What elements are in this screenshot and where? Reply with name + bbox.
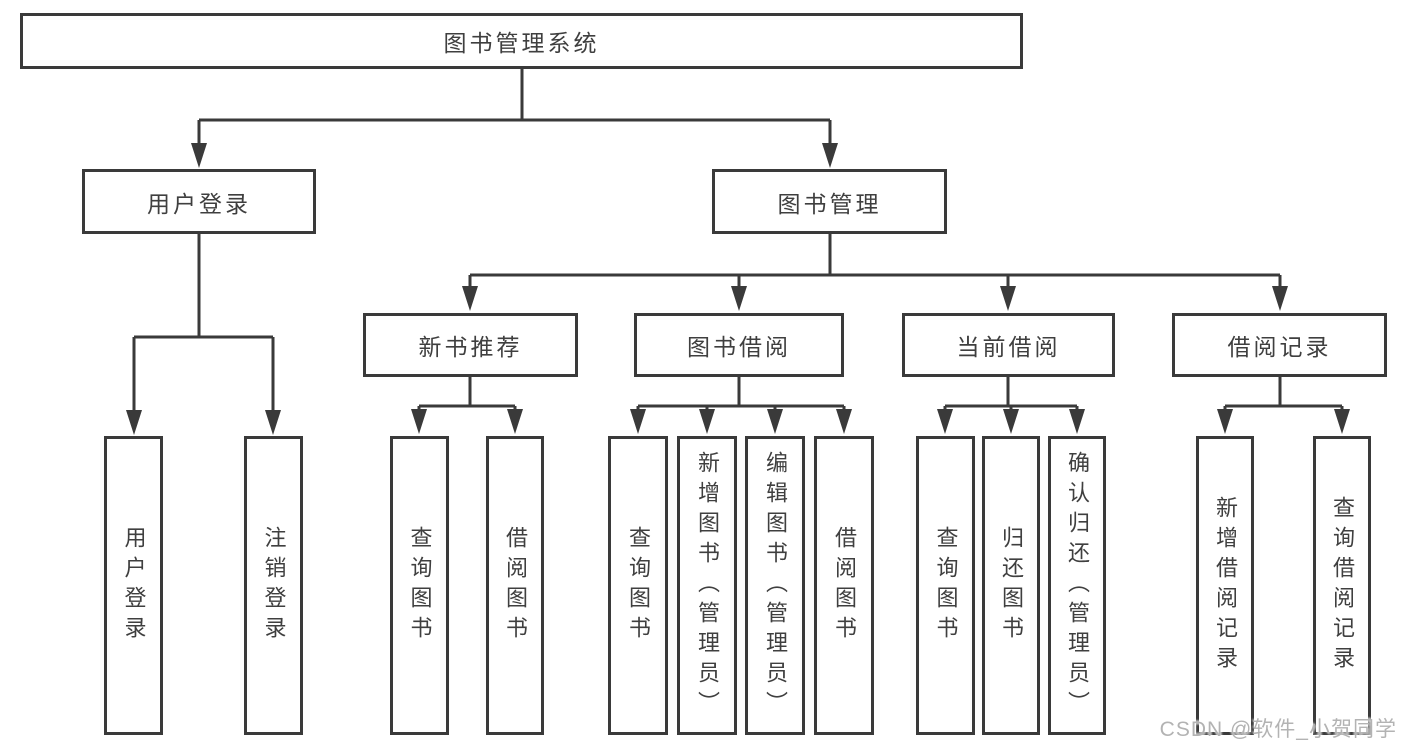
leaf-query-book-borrow: 查询图书 <box>608 436 668 735</box>
node-root: 图书管理系统 <box>20 13 1023 69</box>
node-user-login: 用户登录 <box>82 169 316 234</box>
leaf-edit-book-admin: 编辑图书（管理员） <box>745 436 805 735</box>
leaf-return-book: 归还图书 <box>982 436 1040 735</box>
leaf-query-book-newrec: 查询图书 <box>390 436 449 735</box>
node-book-borrow: 图书借阅 <box>634 313 844 377</box>
leaf-add-borrow-record: 新增借阅记录 <box>1196 436 1254 735</box>
arrowheads <box>126 143 1350 435</box>
leaf-logout-login: 注销登录 <box>244 436 303 735</box>
leaf-confirm-return-admin: 确认归还（管理员） <box>1048 436 1106 735</box>
node-current-borrow: 当前借阅 <box>902 313 1115 377</box>
watermark: CSDN @软件_小贺同学 <box>1159 718 1397 741</box>
node-book-management: 图书管理 <box>712 169 947 234</box>
leaf-add-book-admin: 新增图书（管理员） <box>677 436 737 735</box>
leaf-user-login: 用户登录 <box>104 436 163 735</box>
leaf-borrow-book-borrow: 借阅图书 <box>814 436 874 735</box>
leaf-query-borrow-record: 查询借阅记录 <box>1313 436 1371 735</box>
leaf-query-book-current: 查询图书 <box>916 436 975 735</box>
leaf-borrow-book-newrec: 借阅图书 <box>486 436 544 735</box>
node-new-book-recommend: 新书推荐 <box>363 313 578 377</box>
node-borrow-records: 借阅记录 <box>1172 313 1387 377</box>
